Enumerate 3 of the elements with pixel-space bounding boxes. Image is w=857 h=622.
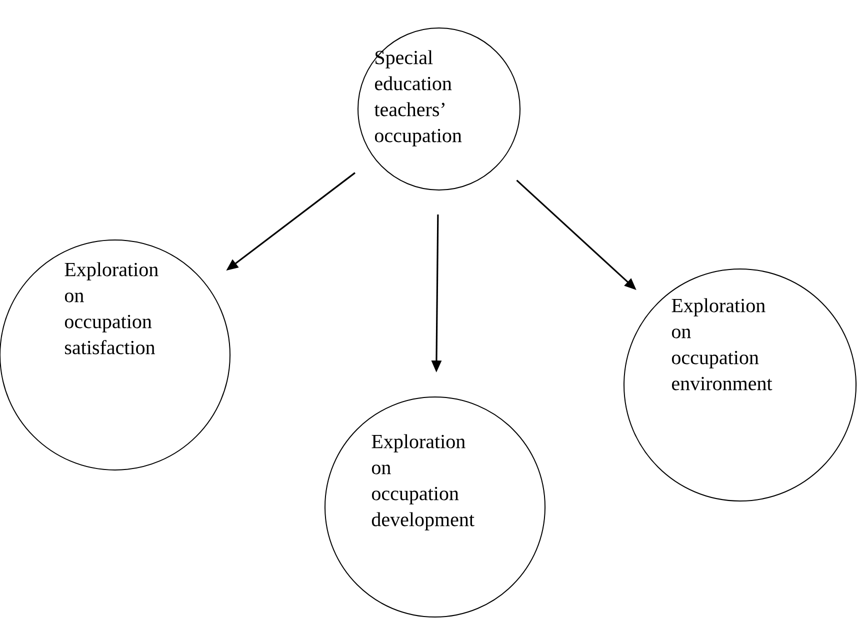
circle-node: Exploration on occupation development [324, 396, 546, 618]
circle-node: Exploration on occupation environment [624, 268, 856, 502]
circle-node: Special education teachers’ occupation [358, 28, 520, 190]
